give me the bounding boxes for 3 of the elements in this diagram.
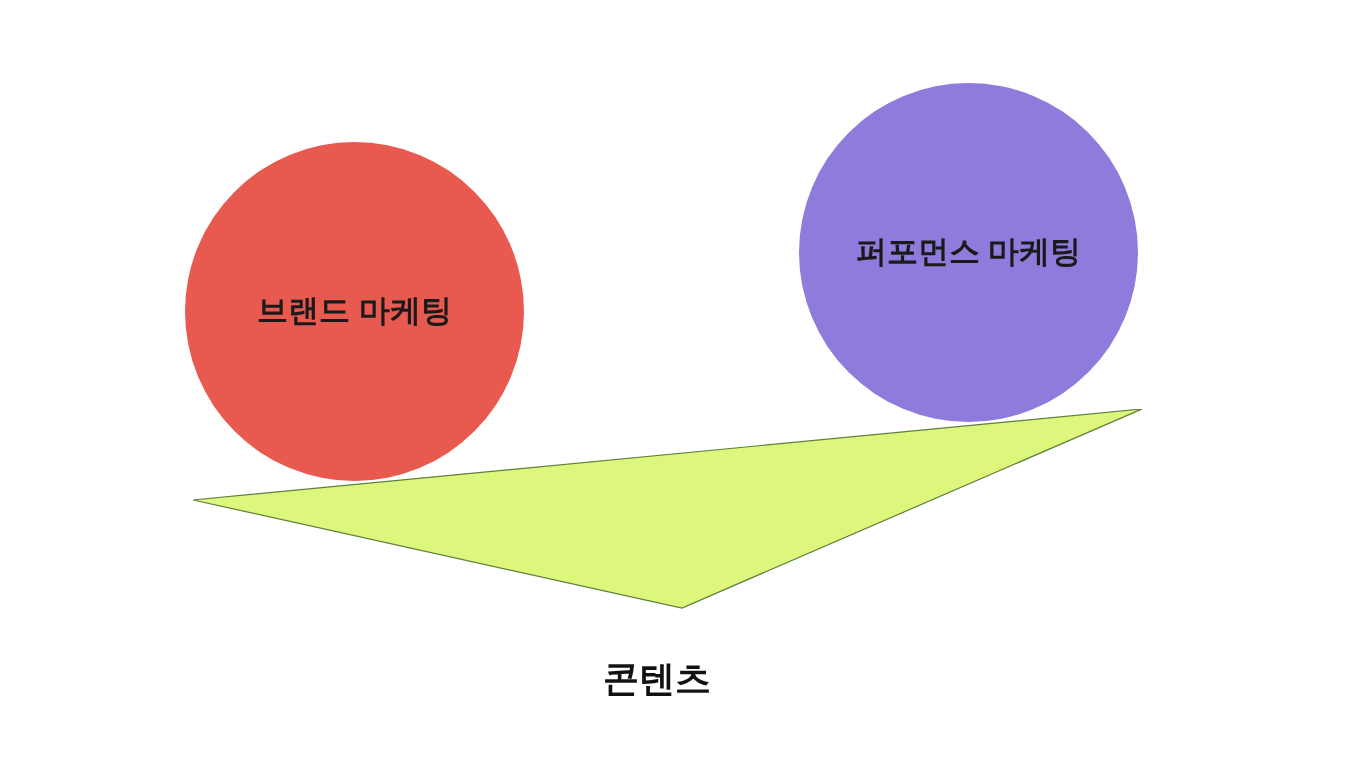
node-label: 브랜드 마케팅 (257, 292, 452, 331)
node-label: 콘텐츠 (603, 657, 711, 701)
node-label: 퍼포먼스 마케팅 (855, 233, 1082, 272)
